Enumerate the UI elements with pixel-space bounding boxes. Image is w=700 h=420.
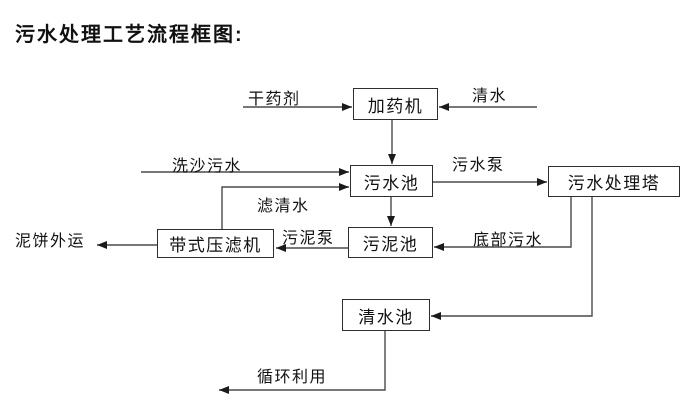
edge-label-sludge-pump: 污泥泵: [282, 230, 335, 247]
edge-label-dry-agent: 干药剂: [248, 91, 301, 108]
edge-label-mud-cake-out: 泥饼外运: [15, 233, 86, 250]
node-treatment-tower: 污水处理塔: [548, 166, 680, 197]
edge-label-clean-water: 清水: [472, 88, 508, 105]
edge-label-sand-wash-sewage: 洗沙污水: [172, 158, 243, 175]
arrow-bottom-sewage: [434, 197, 572, 251]
arrow-filtered-water: [221, 183, 349, 229]
edge-label-bottom-sewage: 底部污水: [473, 232, 544, 249]
edge-label-sewage-pump: 污水泵: [452, 157, 505, 174]
node-sludge-pool: 污泥池: [348, 227, 433, 258]
arrow-tower-to-clean-pool: [431, 197, 593, 320]
diagram-title: 污水处理工艺流程框图:: [15, 24, 244, 46]
node-dosing-machine: 加药机: [353, 88, 438, 120]
arrow-recycle-use: [219, 331, 386, 394]
edge-label-recycle-use: 循环利用: [257, 369, 328, 386]
edge-label-filtered-water: 滤清水: [257, 198, 310, 215]
node-belt-filter-press: 带式压滤机: [157, 229, 274, 258]
node-sewage-pool: 污水池: [350, 165, 433, 197]
node-clean-water-pool: 清水池: [342, 299, 430, 331]
